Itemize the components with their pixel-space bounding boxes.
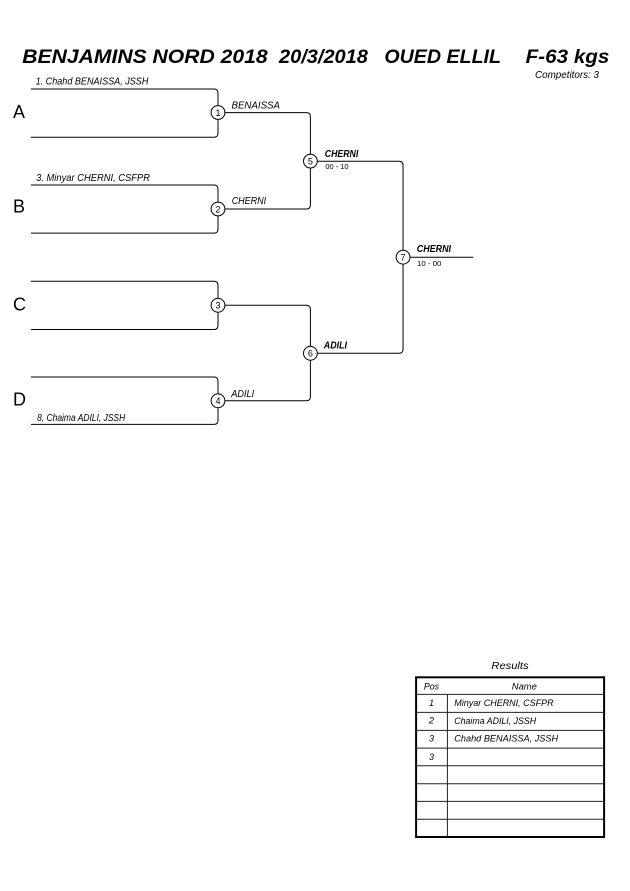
svg-text:F-63 kgs: F-63 kgs [526, 47, 610, 68]
svg-text:7: 7 [401, 253, 406, 263]
svg-text:1: 1 [429, 698, 434, 708]
svg-text:Chahd BENAISSA, JSSH: Chahd BENAISSA, JSSH [454, 733, 558, 743]
svg-text:3. Minyar CHERNI, CSFPR: 3. Minyar CHERNI, CSFPR [36, 173, 150, 184]
svg-text:B: B [13, 196, 25, 216]
svg-text:OUED ELLIL: OUED ELLIL [384, 47, 501, 68]
svg-text:10 - 00: 10 - 00 [417, 261, 442, 268]
svg-text:2: 2 [428, 716, 434, 726]
svg-text:ADILI: ADILI [323, 340, 347, 351]
svg-text:Minyar CHERNI, CSFPR: Minyar CHERNI, CSFPR [454, 698, 554, 708]
svg-text:BENJAMINS NORD 2018: BENJAMINS NORD 2018 [22, 47, 268, 68]
svg-text:00 - 10: 00 - 10 [325, 164, 348, 171]
svg-text:3: 3 [215, 301, 220, 311]
svg-text:CHERNI: CHERNI [325, 149, 359, 160]
svg-text:1: 1 [215, 108, 220, 118]
svg-text:6: 6 [308, 349, 313, 359]
svg-text:Name: Name [512, 682, 537, 692]
svg-text:BENAISSA: BENAISSA [232, 100, 281, 111]
svg-text:2: 2 [215, 204, 220, 214]
svg-text:8. Chaima ADILI, JSSH: 8. Chaima ADILI, JSSH [37, 413, 126, 424]
svg-text:CHERNI: CHERNI [417, 244, 451, 255]
svg-text:ADILI: ADILI [230, 389, 254, 400]
svg-text:20/3/2018: 20/3/2018 [278, 47, 368, 68]
svg-text:D: D [13, 389, 26, 409]
svg-text:Chaima ADILI, JSSH: Chaima ADILI, JSSH [454, 716, 536, 726]
svg-text:A: A [13, 102, 25, 122]
svg-text:3: 3 [429, 752, 434, 762]
svg-text:5: 5 [308, 156, 313, 166]
svg-text:Pos: Pos [424, 682, 440, 692]
svg-text:Results: Results [491, 661, 528, 672]
svg-text:4: 4 [215, 396, 220, 406]
svg-text:3: 3 [429, 734, 434, 744]
svg-text:1. Chahd BENAISSA, JSSH: 1. Chahd BENAISSA, JSSH [36, 77, 149, 88]
svg-text:C: C [13, 294, 26, 314]
svg-text:Competitors: 3: Competitors: 3 [535, 70, 599, 81]
svg-text:CHERNI: CHERNI [232, 196, 267, 207]
